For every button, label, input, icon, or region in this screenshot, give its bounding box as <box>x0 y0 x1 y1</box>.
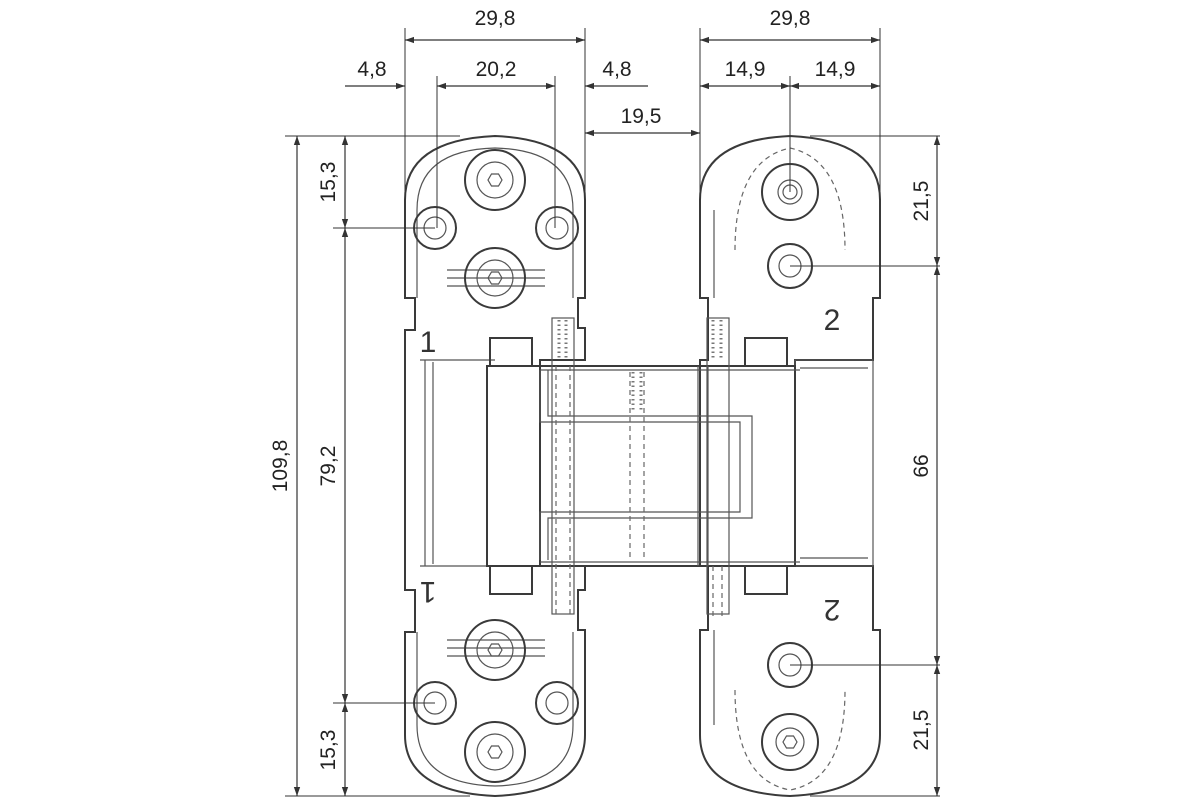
mark-left-top: 1 <box>420 326 437 359</box>
dim-right-bottom-offset: 21,5 <box>910 710 933 751</box>
dim-left-offset-b: 4,8 <box>602 58 631 81</box>
dim-left-top-offset: 15,3 <box>317 162 340 203</box>
left-bottom-mount-hole-right <box>535 681 579 725</box>
mark-right-bottom: 2 <box>824 593 841 626</box>
dim-right-width: 29,8 <box>770 7 811 30</box>
left-bottom-center-screw <box>464 721 526 783</box>
left-top-mount-hole-right <box>535 206 579 250</box>
left-bottom-adjust-screw <box>464 619 526 681</box>
mark-left-bottom: 1 <box>420 575 437 608</box>
dim-gap: 19,5 <box>621 105 662 128</box>
dim-left-hole-spacing: 20,2 <box>476 58 517 81</box>
right-hinge-plate <box>699 134 881 798</box>
dimension-lines <box>285 28 941 797</box>
left-hinge-plate <box>404 134 586 798</box>
dim-right-top-offset: 21,5 <box>910 181 933 222</box>
right-bottom-screw <box>761 713 819 771</box>
hinge-linkage <box>486 317 800 618</box>
left-top-adjust-screw <box>464 247 526 309</box>
dim-left-offset-a: 4,8 <box>357 58 386 81</box>
mark-right-top: 2 <box>824 304 841 337</box>
dim-right-middle: 66 <box>910 454 933 477</box>
dim-right-half-a: 14,9 <box>725 58 766 81</box>
left-top-center-screw <box>464 149 526 211</box>
dim-right-half-b: 14,9 <box>815 58 856 81</box>
dim-total-height: 109,8 <box>269 440 292 493</box>
dim-left-bottom-offset: 15,3 <box>317 730 340 771</box>
dim-left-hole-vertical: 79,2 <box>317 446 340 487</box>
dim-left-width: 29,8 <box>475 7 516 30</box>
